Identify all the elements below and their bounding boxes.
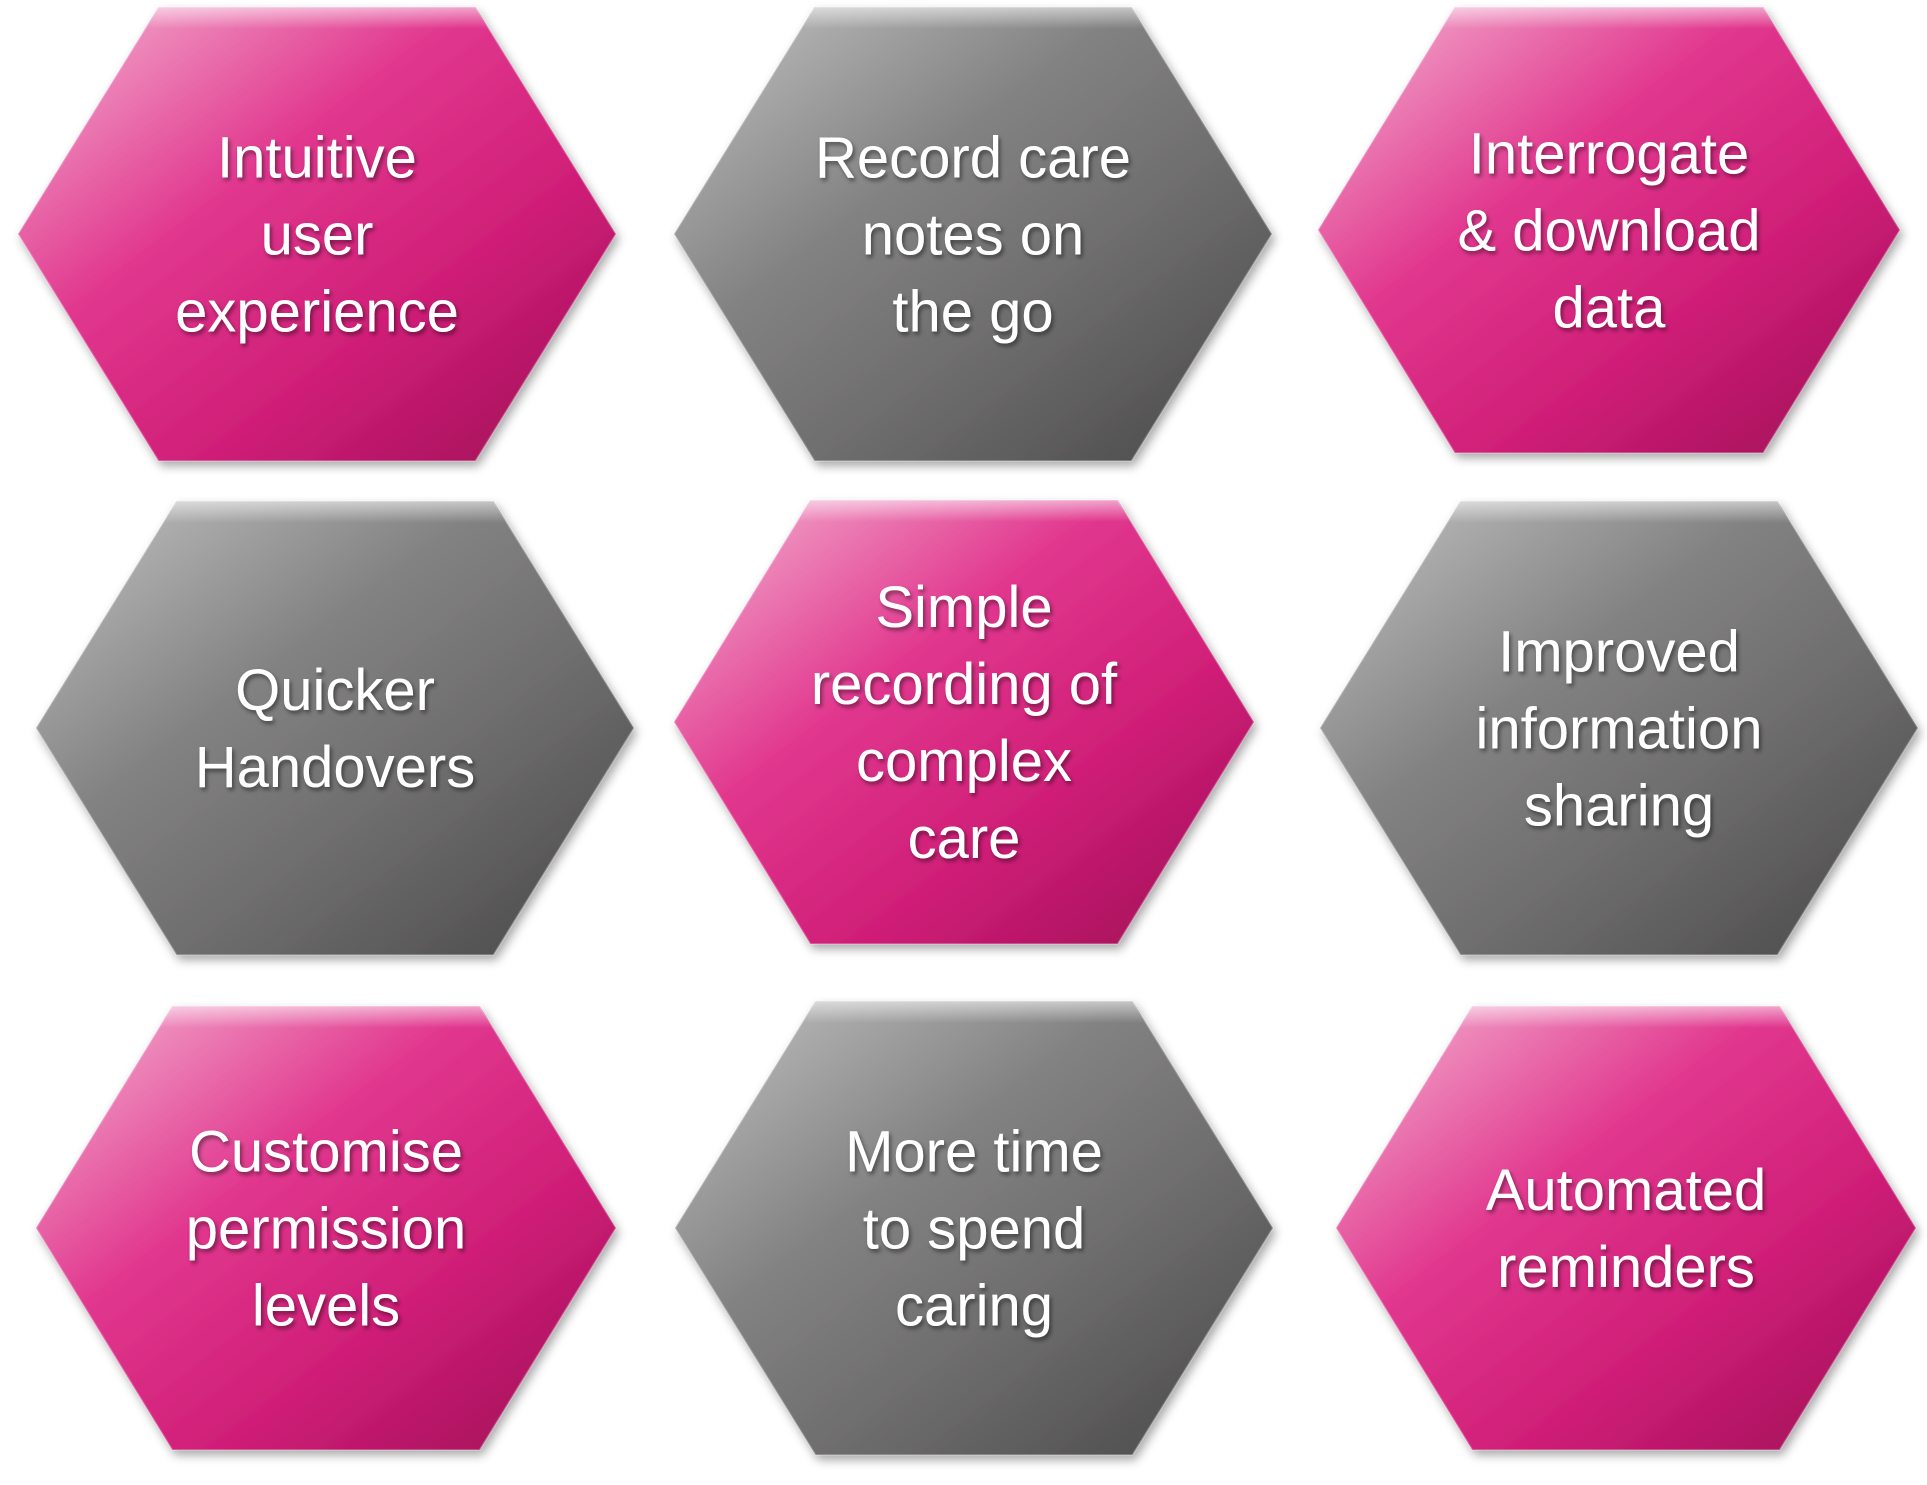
hexagon-edge [16,6,618,462]
hexagon-shape [18,7,616,461]
hexagon-label-line: & download [1457,198,1760,263]
hexagon-shape [36,501,634,955]
hexagon-shape [1320,501,1918,955]
hexagon-shape [1318,7,1900,453]
hexagon-label-line: user [261,202,374,267]
hexagon-label-line: Interrogate [1469,121,1750,186]
hexagon-edge [672,499,1256,945]
hexagon-label-line: caring [895,1273,1053,1338]
hexagon-label-line: Improved [1498,619,1740,684]
hexagon-bevel-highlight [160,1006,492,1028]
hexagon-edge [34,1005,618,1451]
hexagon-label-line: notes on [862,202,1085,267]
hexagon-label-line: levels [252,1273,400,1338]
hexagon-bevel-highlight [1442,7,1776,29]
hexagon-shape [1336,1006,1916,1450]
hexagon-label-line: sharing [1524,773,1714,838]
hexagon-record-care-notes: Record care notes on the go [672,6,1274,462]
hexagon-shape [674,7,1272,461]
hexagon-label-line: Handovers [195,735,475,800]
hexagon-bevel-highlight [146,7,488,29]
hexagon-label-line: Record care [815,125,1131,190]
hexagon-edge [1318,500,1920,956]
hexagon-simple-recording: Simple recording of complex care [672,499,1256,945]
hexagon-label-line: reminders [1497,1235,1755,1300]
hexagon-label-line: care [908,806,1021,871]
hexagon-improved-information-sharing: Improved information sharing [1318,500,1920,956]
hexagon-bevel-highlight [1448,501,1790,523]
hexagon-edge [34,500,636,956]
hexagon-label-line: the go [892,279,1053,344]
hexagon-label-line: data [1553,275,1667,340]
hexagon-label-line: Automated [1486,1158,1767,1223]
hexagon-shape [675,1001,1273,1455]
hexagon-label-line: recording of [811,652,1118,717]
hexagon-label-line: complex [856,729,1072,794]
hexagon-shape [674,500,1254,944]
hexagon-interrogate-download-data: Interrogate & download data [1316,6,1902,454]
hexagon-edge [1316,6,1902,454]
hexagon-label-line: Customise [189,1119,463,1184]
hexagon-edge [1334,1005,1918,1451]
hexagon-label-line: information [1476,696,1763,761]
hexagon-edge [672,6,1274,462]
hexagon-bevel-highlight [798,500,1130,522]
hexagon-customise-permission-levels: Customise permission levels [34,1005,618,1451]
hexagon-label-line: permission [186,1196,466,1261]
hexagon-automated-reminders: Automated reminders [1334,1005,1918,1451]
hexagon-label-line: to spend [863,1196,1086,1261]
hexagon-bevel-highlight [803,1001,1145,1023]
hexagon-intuitive-user-experience: Intuitive user experience [16,6,618,462]
hexagon-bevel-highlight [802,7,1144,29]
hexagon-shape [36,1006,616,1450]
hexagon-edge [673,1000,1275,1456]
hexagon-bevel-highlight [164,501,506,523]
hexagon-more-time-caring: More time to spend caring [673,1000,1275,1456]
hexagon-bevel-highlight [1460,1006,1792,1028]
hexagon-label-line: Quicker [235,658,435,723]
hexagon-label-line: Simple [875,575,1052,640]
hexagon-label-line: experience [175,279,459,344]
hexagon-label-line: More time [845,1119,1103,1184]
hexagon-label-line: Intuitive [217,125,417,190]
